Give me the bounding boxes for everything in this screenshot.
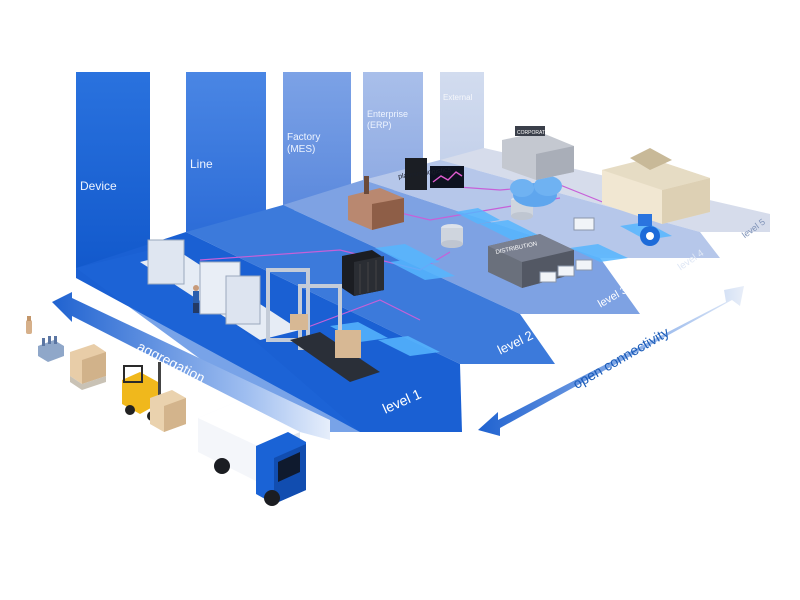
- column-label-factory-sub: (MES): [287, 144, 316, 155]
- column-label-enterprise: Enterprise: [367, 109, 409, 119]
- column-label-device: Device: [80, 179, 117, 193]
- column-label-external: External: [443, 93, 473, 102]
- bank-building-icon: [602, 148, 710, 224]
- column-device: [76, 72, 150, 270]
- settings-gear-icon: [638, 214, 660, 246]
- bottle-pack-icon: [38, 336, 64, 362]
- production-line: [140, 239, 380, 382]
- worker-figure: [193, 285, 199, 313]
- column-line: [186, 72, 266, 232]
- cloud-icon: [510, 176, 562, 207]
- server-rack-icon: [342, 250, 384, 296]
- column-label-line: Line: [190, 157, 213, 171]
- aggregation-arrow: [52, 292, 330, 440]
- column-factory: [283, 72, 351, 210]
- pallet-boxes-icon-2: [150, 390, 186, 432]
- delivery-vans-icon: [539, 217, 595, 283]
- corporate-hq-building-icon: CORPORATE HQ: [502, 126, 574, 180]
- column-label-enterprise-sub: (ERP): [367, 120, 392, 130]
- factory-building-icon: [348, 176, 404, 230]
- open-connectivity-arrow: [478, 286, 744, 436]
- corporate-hq-sign: CORPORATE HQ: [517, 130, 557, 136]
- pallet-boxes-icon: [70, 344, 106, 390]
- bottle-icon: [26, 316, 32, 334]
- computer-terminal-icon: [405, 158, 464, 190]
- database-icon: [441, 196, 533, 248]
- delivery-truck-icon: [198, 402, 306, 506]
- column-label-factory: Factory: [287, 132, 321, 143]
